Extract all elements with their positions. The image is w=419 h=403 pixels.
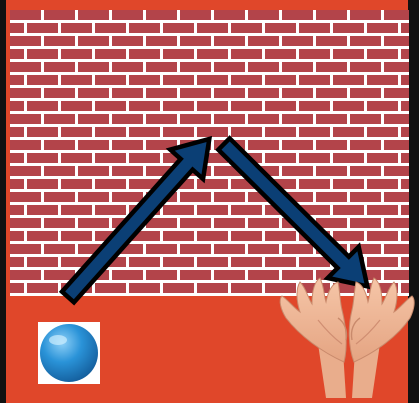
blue-ball-icon <box>38 322 100 384</box>
brick-wall <box>10 10 409 296</box>
right-edge <box>408 0 419 403</box>
left-edge <box>0 0 6 403</box>
